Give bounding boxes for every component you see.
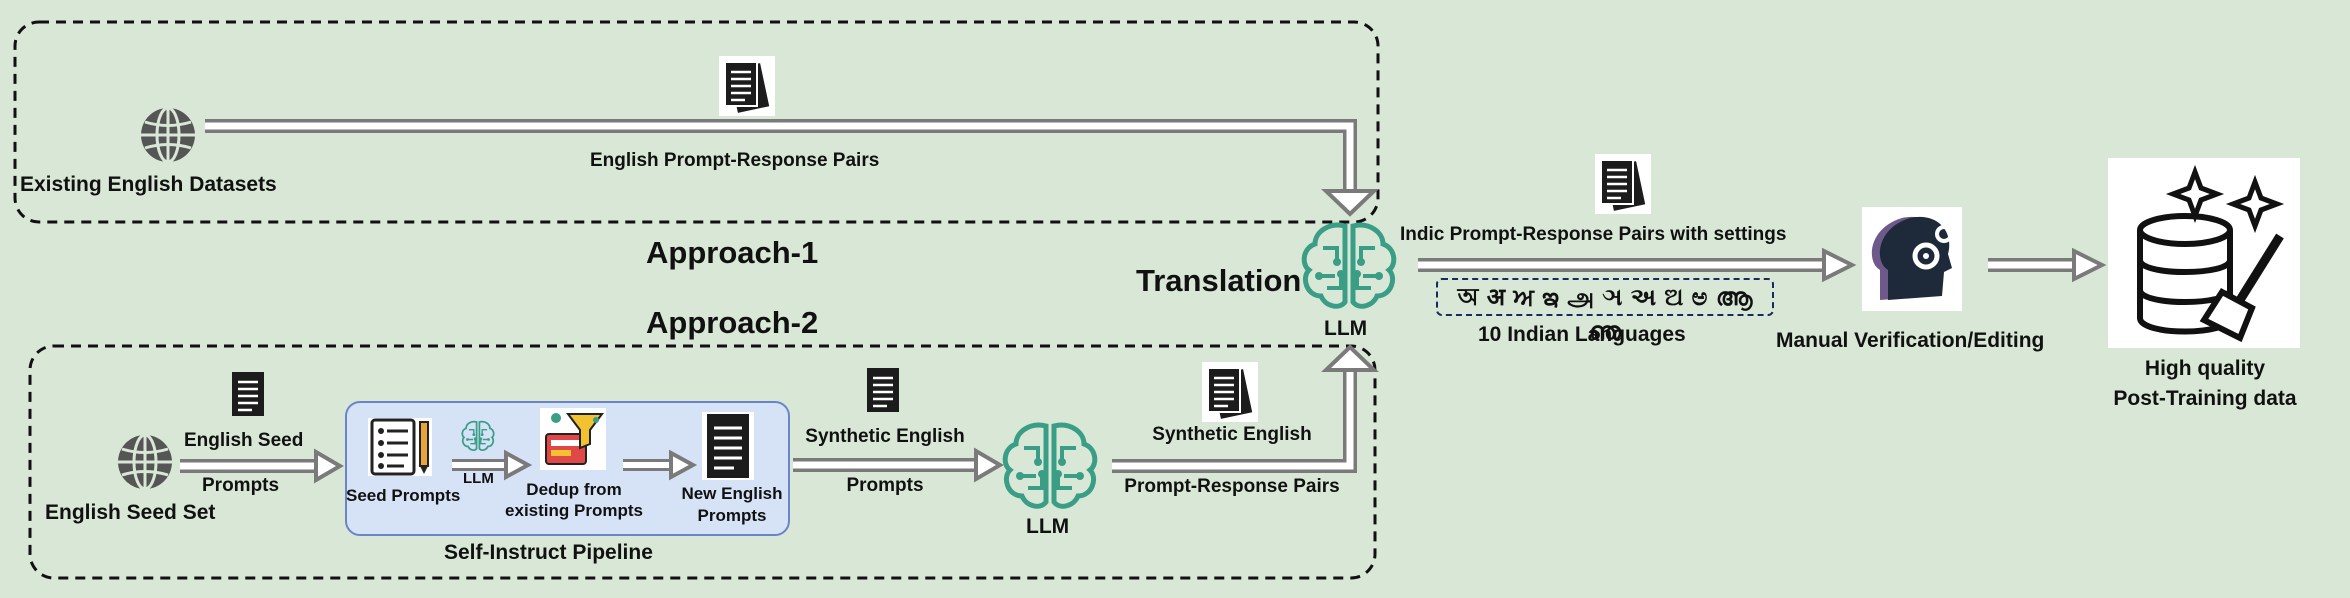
globe-icon-datasets — [139, 106, 197, 164]
documents-icon-synthetic-pairs — [1200, 360, 1260, 424]
dedup-label-line1: Dedup from — [526, 480, 622, 499]
seed-label-line1: English Seed — [184, 430, 304, 451]
translation-title: Translation — [1136, 263, 1302, 298]
dedup-filter-icon — [540, 408, 606, 470]
self-instruct-title: Self-Instruct Pipeline — [444, 541, 653, 564]
indian-languages-label: 10 Indian Languages — [1478, 323, 1686, 346]
checklist-icon — [368, 418, 432, 476]
llm-icon-translation — [1304, 225, 1394, 306]
approach1-title: Approach-1 — [646, 235, 819, 270]
synthetic-prompts-line1: Synthetic English — [805, 426, 965, 447]
output-label-line2: Post-Training data — [2113, 387, 2297, 410]
dedup-label-line2: existing Prompts — [505, 501, 643, 520]
translation-llm-label: LLM — [1324, 317, 1368, 340]
indic-scripts-box: অ अ ਅ ఇ அ ઞ અ ଅ ಅ ആ ഞ — [1436, 278, 1774, 345]
new-prompts-document-icon — [702, 412, 754, 480]
human-verification-icon — [1862, 207, 1962, 311]
output-label-line1: High quality — [2144, 357, 2266, 380]
pipe-arrowhead1 — [504, 449, 533, 481]
approach2-arrow-inner — [1112, 368, 1354, 470]
approach2-box — [28, 344, 1377, 580]
synthetic-prompts-line2: Prompts — [846, 475, 924, 496]
verify-arrowhead — [2072, 247, 2107, 283]
synthetic-pairs-line2: Prompt-Response Pairs — [1124, 476, 1340, 497]
synthetic-pairs-line1: Synthetic English — [1152, 424, 1312, 445]
seed-set-label: English Seed Set — [45, 501, 216, 524]
seed-prompts-label: Seed Prompts — [346, 486, 461, 505]
database-icon — [2108, 158, 2300, 348]
new-prompts-line2: Prompts — [697, 506, 767, 525]
approach1-arrowhead — [1321, 189, 1379, 217]
approach2-arrowhead — [1321, 344, 1379, 372]
existing-datasets-label: Existing English Datasets — [20, 173, 277, 196]
seed-label-line2: Prompts — [202, 475, 280, 496]
globe-icon-seed — [116, 433, 174, 491]
pipe-arrowhead2 — [669, 449, 698, 481]
translation-arrowhead — [1822, 247, 1857, 283]
documents-icon-indic — [1593, 152, 1653, 216]
seed-arrowhead — [314, 448, 344, 484]
approach2-title: Approach-2 — [646, 305, 819, 340]
approach1-arrow-inner — [205, 122, 1354, 193]
approach1-box — [13, 20, 1380, 224]
indic-pairs-label: Indic Prompt-Response Pairs with setting… — [1400, 224, 1787, 245]
llm-icon-synthetic — [1005, 425, 1095, 506]
synthetic-llm-label: LLM — [1026, 515, 1070, 538]
new-prompts-line1: New English — [681, 484, 783, 503]
llm-small-label: LLM — [463, 470, 494, 487]
verification-label: Manual Verification/Editing — [1776, 329, 2045, 352]
documents-icon-approach1 — [717, 54, 777, 118]
document-icon-seed — [230, 370, 266, 418]
pipeline-llm-arrowhead — [974, 447, 1004, 483]
english-pairs-label: English Prompt-Response Pairs — [590, 150, 880, 171]
document-icon-synthetic-prompts — [865, 366, 901, 414]
